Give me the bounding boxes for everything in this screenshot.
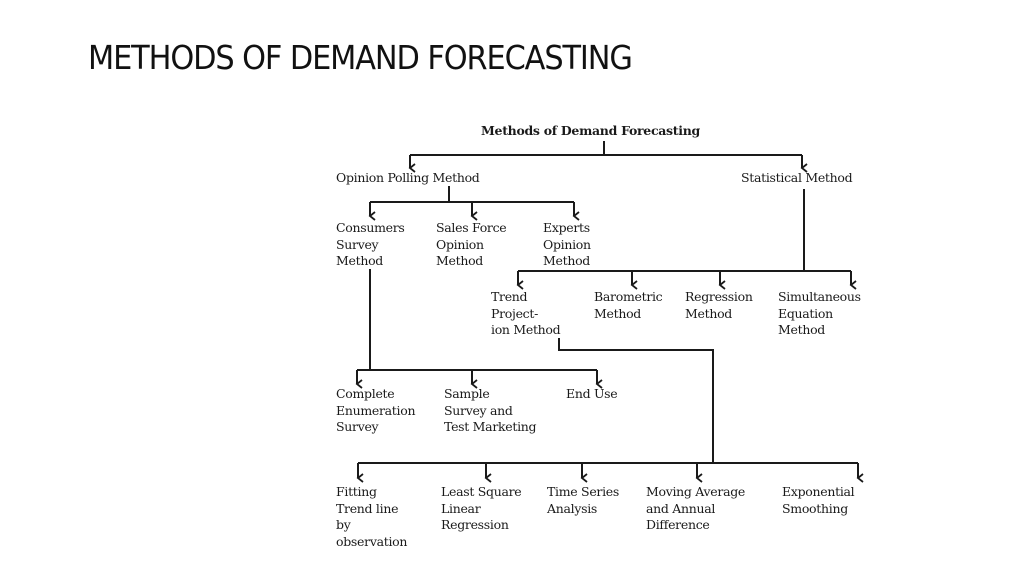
node-barometric: Barometric Method	[594, 289, 663, 321]
node-least-square: Least Square Linear Regression	[441, 484, 522, 532]
node-time-series: Time Series Analysis	[547, 484, 620, 516]
node-experts-opinion: Experts Opinion Method	[543, 220, 591, 268]
node-sample-survey: Sample Survey and Test Marketing	[444, 386, 537, 434]
root-node: Methods of Demand Forecasting	[481, 123, 700, 138]
node-simultaneous-equation: Simultaneous Equation Method	[778, 289, 861, 337]
node-end-use: End Use	[566, 386, 618, 401]
node-trend-projection: Trend Project- ion Method	[491, 289, 561, 337]
node-fitting-trend-line: Fitting Trend line by observation	[336, 484, 408, 549]
node-regression: Regression Method	[685, 289, 753, 321]
node-opinion-polling: Opinion Polling Method	[336, 170, 480, 185]
slide-title: METHODS OF DEMAND FORECASTING	[88, 38, 633, 77]
node-exponential-smoothing: Exponential Smoothing	[782, 484, 855, 516]
node-sales-force-opinion: Sales Force Opinion Method	[436, 220, 507, 268]
node-moving-average: Moving Average and Annual Difference	[646, 484, 746, 532]
node-statistical: Statistical Method	[741, 170, 853, 185]
node-consumers-survey: Consumers Survey Method	[336, 220, 405, 268]
node-complete-enumeration: Complete Enumeration Survey	[336, 386, 416, 434]
